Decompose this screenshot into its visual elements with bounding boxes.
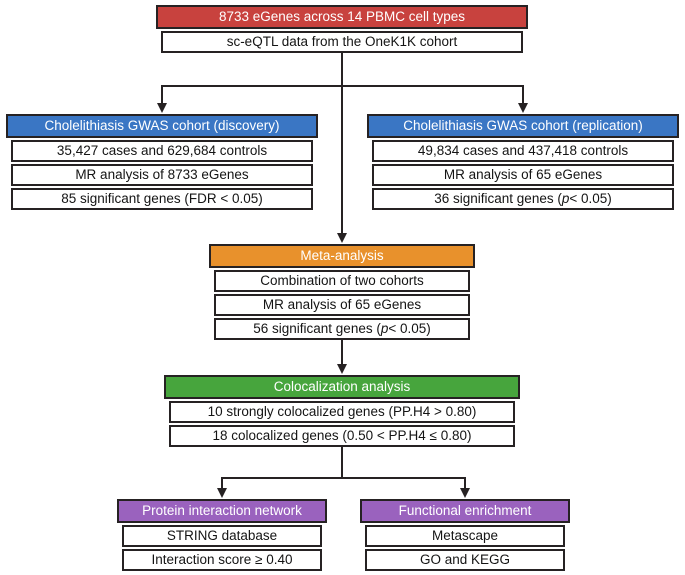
replication-group: Cholelithiasis GWAS cohort (replication)… [367, 114, 679, 210]
protein-network-group: Protein interaction network STRING datab… [117, 499, 327, 571]
colocalization-row: 10 strongly colocalized genes (PP.H4 > 0… [169, 401, 515, 423]
functional-enrichment-group: Functional enrichment Metascape GO and K… [360, 499, 570, 571]
arrowhead-icon-functional [460, 488, 470, 498]
meta-analysis-row: Combination of two cohorts [214, 270, 470, 292]
replication-header: Cholelithiasis GWAS cohort (replication) [367, 114, 679, 138]
protein-network-row: Interaction score ≥ 0.40 [122, 549, 322, 571]
replication-row: 49,834 cases and 437,418 controls [372, 140, 674, 162]
meta-analysis-row: MR analysis of 65 eGenes [214, 294, 470, 316]
arrowhead-icon-discovery [157, 103, 167, 113]
colocalization-row: 18 colocalized genes (0.50 < PP.H4 ≤ 0.8… [169, 425, 515, 447]
discovery-row: 85 significant genes (FDR < 0.05) [11, 188, 313, 210]
functional-enrichment-row: GO and KEGG [365, 549, 565, 571]
discovery-row: 35,427 cases and 629,684 controls [11, 140, 313, 162]
meta-analysis-row: 56 significant genes (p < 0.05) [214, 318, 470, 340]
replication-row: MR analysis of 65 eGenes [372, 164, 674, 186]
colocalization-group: Colocalization analysis 10 strongly colo… [164, 375, 520, 447]
functional-enrichment-row: Metascape [365, 525, 565, 547]
meta-analysis-header: Meta-analysis [209, 244, 475, 268]
replication-row: 36 significant genes (p < 0.05) [372, 188, 674, 210]
meta-analysis-group: Meta-analysis Combination of two cohorts… [209, 244, 475, 340]
source-group: 8733 eGenes across 14 PBMC cell types sc… [156, 5, 528, 53]
protein-network-row: STRING database [122, 525, 322, 547]
discovery-row: MR analysis of 8733 eGenes [11, 164, 313, 186]
arrowhead-icon-protein [217, 488, 227, 498]
protein-network-header: Protein interaction network [117, 499, 327, 523]
colocalization-header: Colocalization analysis [164, 375, 520, 399]
arrowhead-icon-replication [518, 103, 528, 113]
arrowhead-icon-coloc [337, 364, 347, 374]
arrowhead-icon-meta [337, 233, 347, 243]
discovery-group: Cholelithiasis GWAS cohort (discovery) 3… [6, 114, 318, 210]
source-row: sc-eQTL data from the OneK1K cohort [161, 31, 523, 53]
functional-enrichment-header: Functional enrichment [360, 499, 570, 523]
source-header: 8733 eGenes across 14 PBMC cell types [156, 5, 528, 29]
discovery-header: Cholelithiasis GWAS cohort (discovery) [6, 114, 318, 138]
